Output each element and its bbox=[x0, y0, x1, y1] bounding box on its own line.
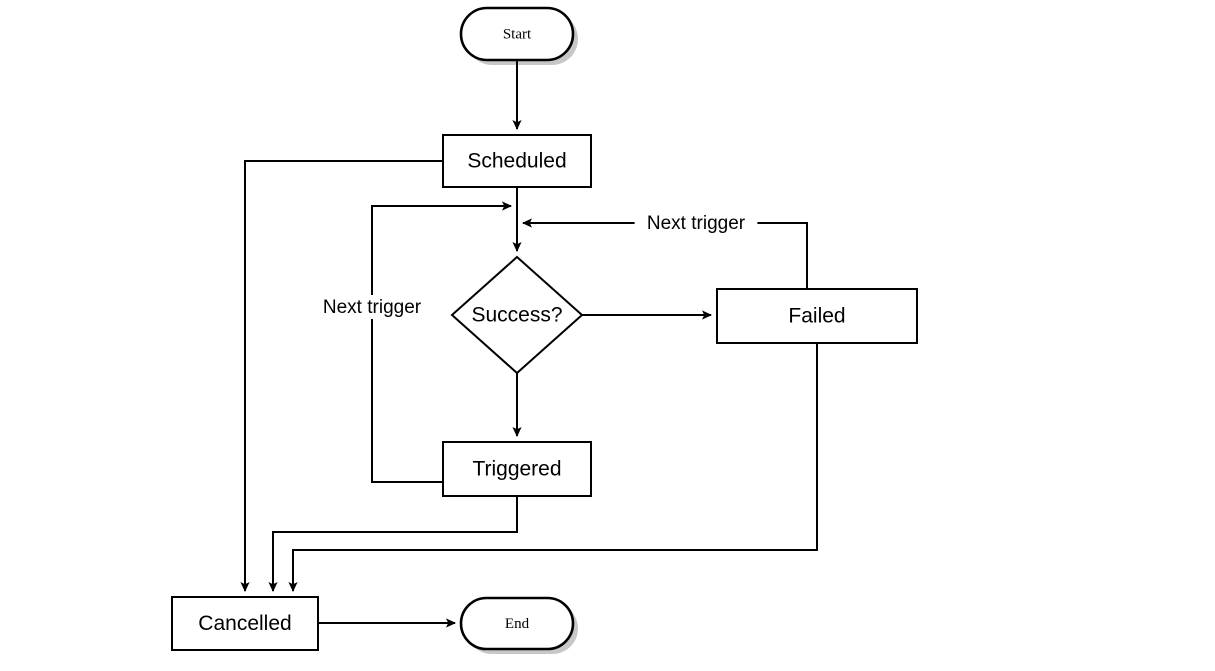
edge-label-group-failed-to-scheduled: Next trigger bbox=[634, 211, 758, 235]
node-label-cancelled: Cancelled bbox=[198, 612, 291, 635]
node-start[interactable]: Start bbox=[459, 6, 578, 65]
node-triggered[interactable]: Triggered bbox=[442, 441, 592, 497]
edge-label-backdrop-triggered-to-scheduled bbox=[310, 295, 434, 319]
node-label-success: Success? bbox=[471, 304, 562, 327]
edge-triggered-to-cancelled bbox=[268, 496, 518, 592]
node-shape-failed bbox=[716, 288, 918, 344]
edges-layer bbox=[240, 60, 818, 628]
node-scheduled[interactable]: Scheduled bbox=[442, 134, 592, 188]
edge-label-group-triggered-to-scheduled: Next trigger bbox=[310, 295, 434, 319]
node-shape-success bbox=[450, 255, 584, 375]
edge-failed-to-cancelled bbox=[288, 343, 818, 592]
node-end[interactable]: End bbox=[459, 596, 578, 654]
node-shape-triggered bbox=[442, 441, 592, 497]
node-success[interactable]: Success? bbox=[450, 255, 584, 375]
node-failed[interactable]: Failed bbox=[716, 288, 918, 344]
node-label-failed: Failed bbox=[788, 305, 845, 328]
node-shape-end bbox=[459, 596, 575, 651]
edge-label-failed-to-scheduled: Next trigger bbox=[647, 213, 746, 234]
node-shape-start bbox=[459, 6, 575, 62]
node-label-end: End bbox=[505, 616, 530, 632]
node-label-scheduled: Scheduled bbox=[467, 150, 566, 173]
edge-label-backdrop-failed-to-scheduled bbox=[634, 211, 758, 235]
edge-triggered-to-scheduled bbox=[371, 201, 512, 483]
edge-failed-to-scheduled bbox=[522, 218, 808, 289]
edge-label-triggered-to-scheduled: Next trigger bbox=[323, 297, 422, 318]
edge-scheduled-to-cancelled bbox=[240, 160, 443, 592]
node-label-triggered: Triggered bbox=[472, 458, 561, 481]
node-shape-cancelled bbox=[171, 596, 319, 651]
node-label-start: Start bbox=[503, 26, 532, 42]
node-cancelled[interactable]: Cancelled bbox=[171, 596, 319, 651]
node-shape-scheduled bbox=[442, 134, 592, 188]
